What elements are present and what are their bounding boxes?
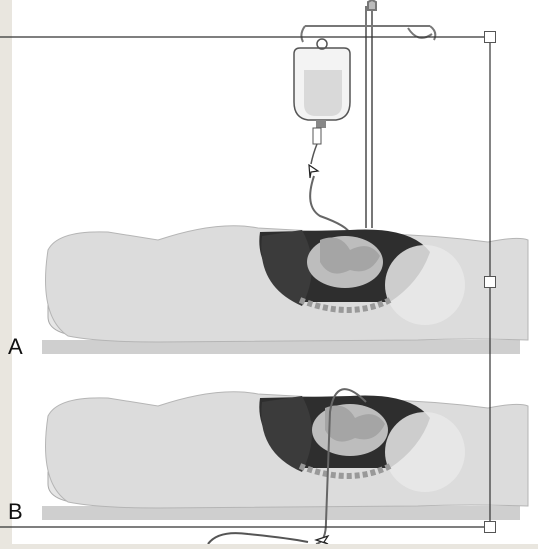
flow-arrow-icon bbox=[308, 163, 320, 179]
resize-handle-icon[interactable] bbox=[484, 521, 496, 533]
resize-handle-icon[interactable] bbox=[484, 276, 496, 288]
patient-figure-a bbox=[42, 225, 529, 354]
flow-arrow-icon bbox=[314, 534, 330, 545]
patient-figure-b bbox=[42, 391, 529, 520]
panel-label-a: A bbox=[8, 334, 23, 359]
drain-bag-edge bbox=[207, 532, 309, 545]
iv-bag-icon bbox=[293, 38, 351, 165]
resize-handle-icon[interactable] bbox=[484, 31, 496, 43]
panel-label-b: B bbox=[8, 499, 23, 524]
